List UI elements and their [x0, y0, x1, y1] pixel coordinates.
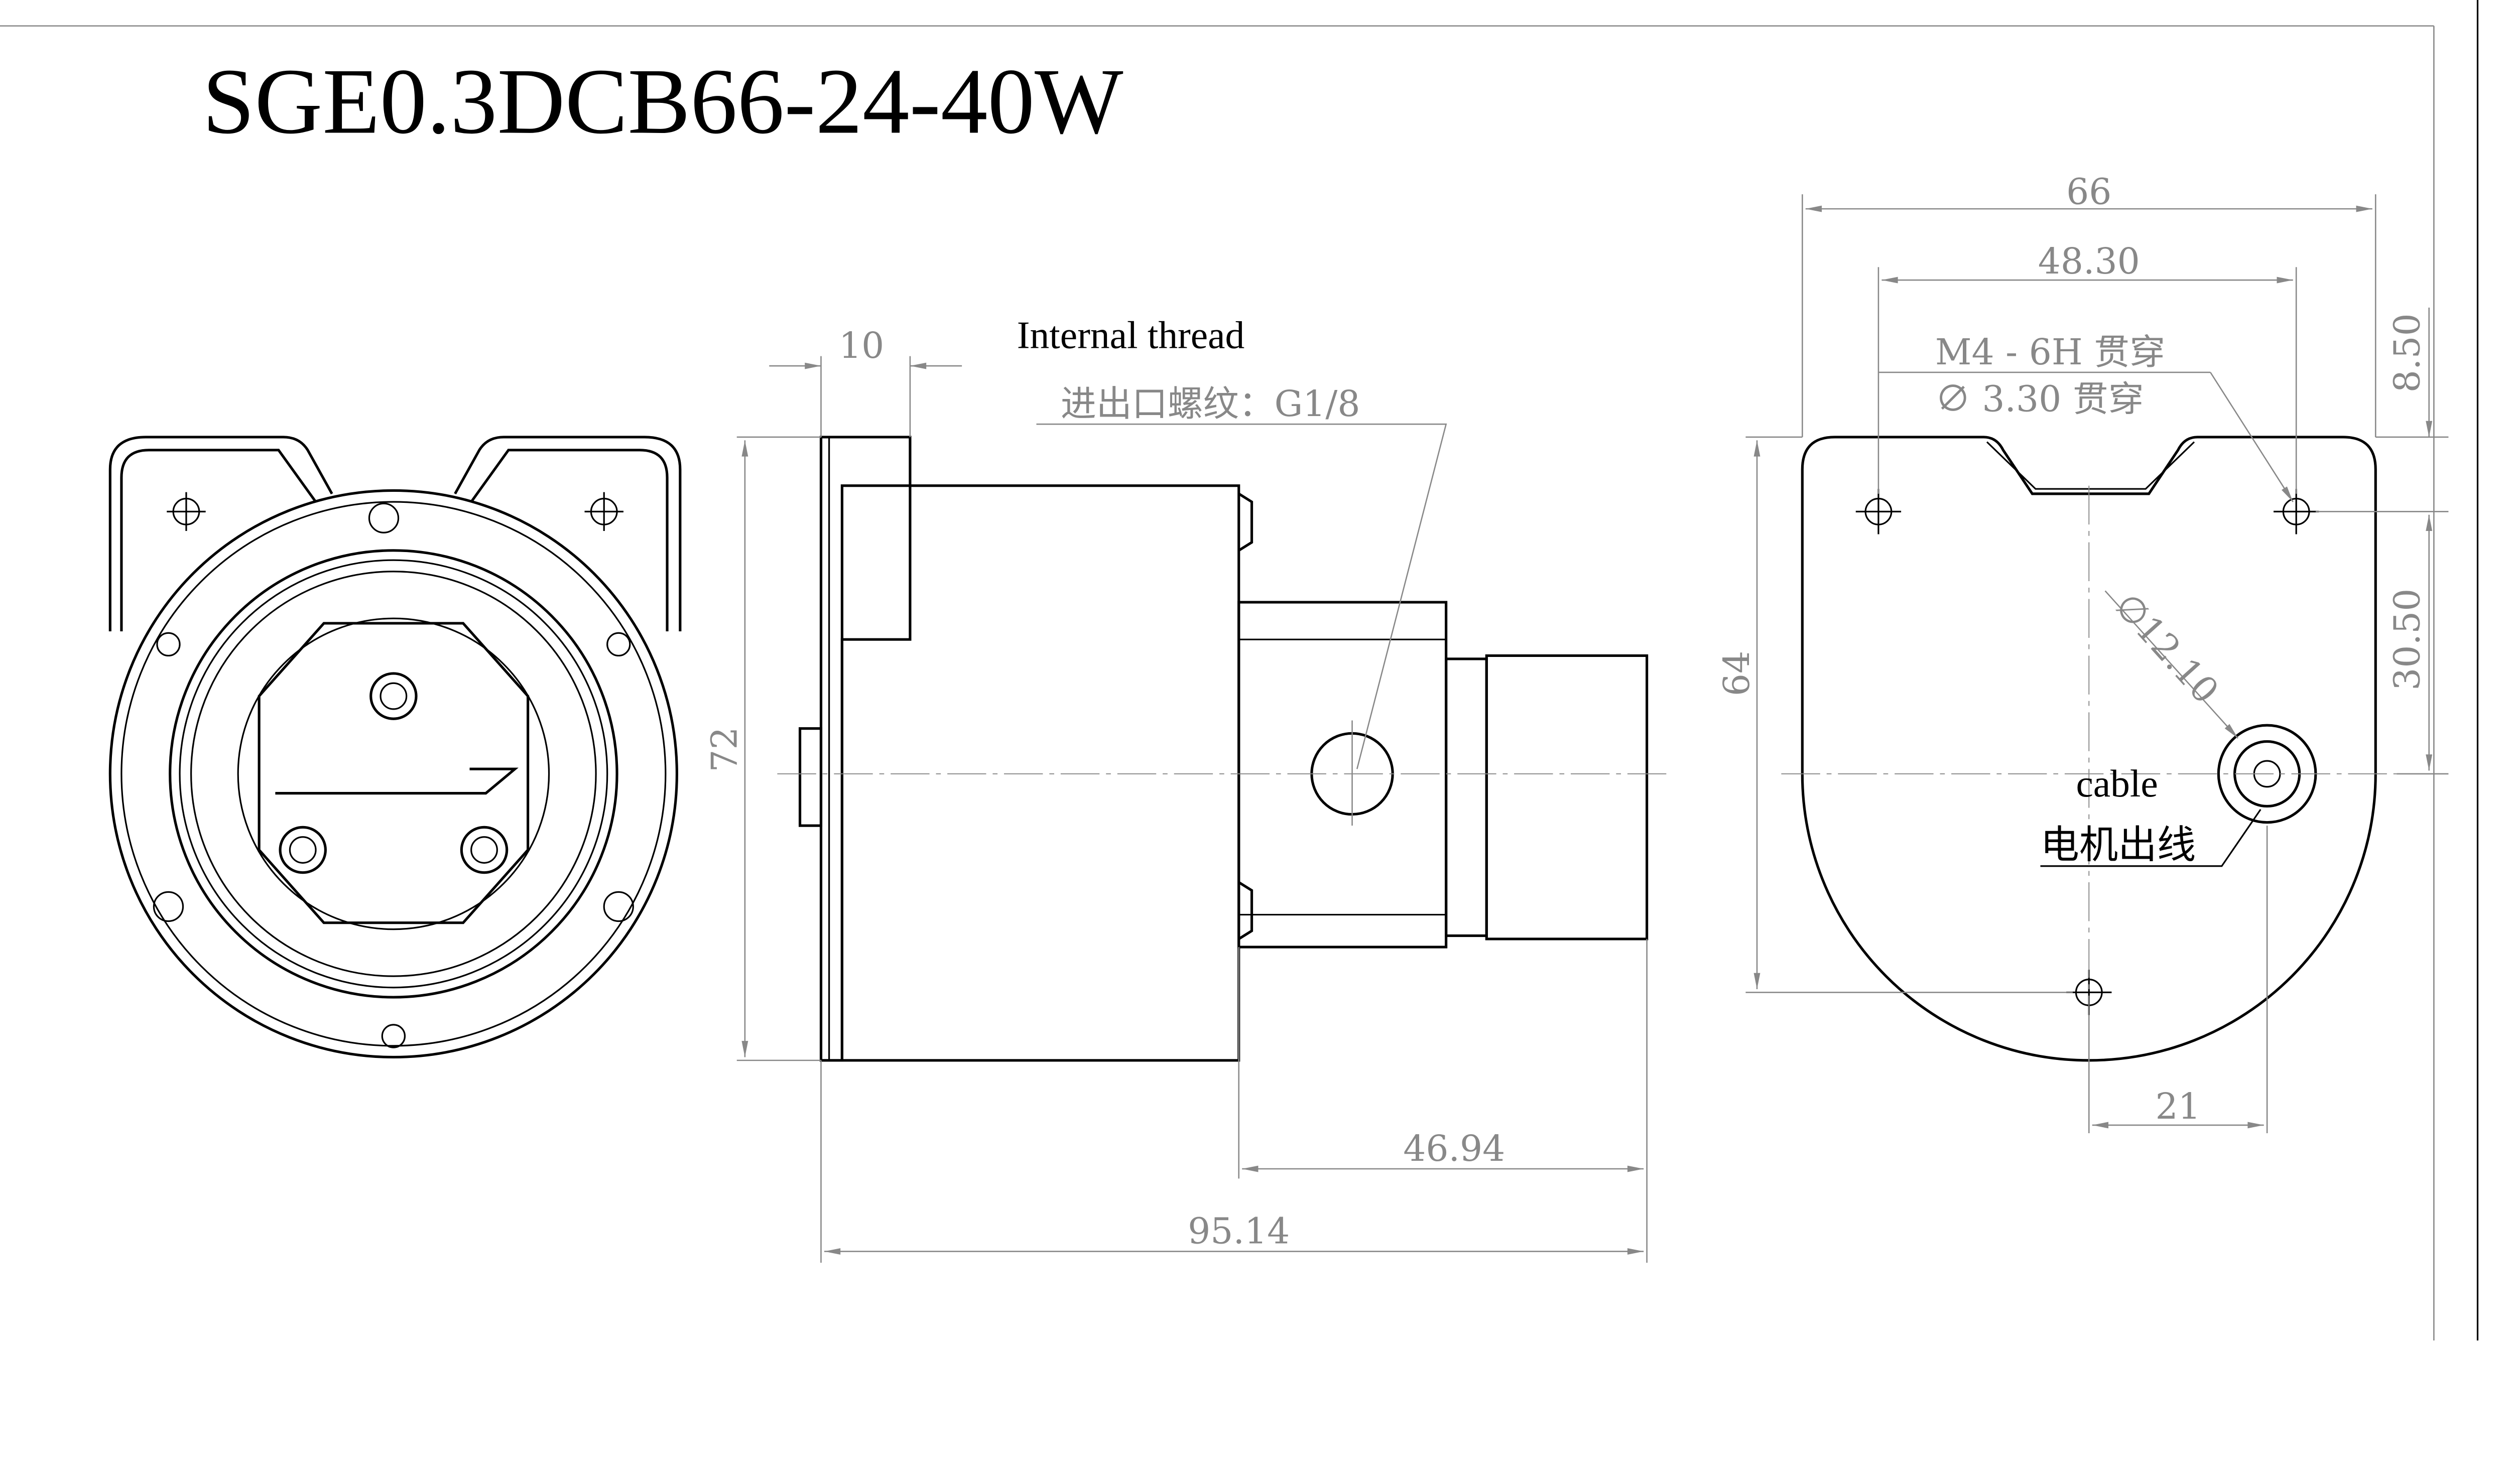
dim-95-14: 95.14 — [1188, 1210, 1290, 1252]
ear-holes — [167, 492, 623, 531]
hole-dia-label: ∅ 3.30 贯穿 — [1935, 378, 2144, 420]
rear-view — [1781, 436, 2397, 1101]
cable-cn-label: 电机出线 — [2040, 824, 2196, 867]
cable-label: cable — [2076, 762, 2158, 805]
rear-holes — [1855, 489, 2319, 1015]
side-dimensions: 72 10 46.94 95.14 Internal thread 进出口螺纹：… — [704, 314, 1648, 1263]
flow-arrow-icon — [275, 767, 519, 795]
side-view — [777, 436, 1668, 1062]
dim-10: 10 — [839, 325, 884, 366]
dim-8-50: 8.50 — [2386, 313, 2428, 392]
mounting-screws — [153, 502, 634, 1048]
thread-spec-label: 进出口螺纹：G1/8 — [1061, 383, 1360, 425]
hole-thread-label: M4 - 6H 贯穿 — [1935, 331, 2165, 373]
internal-thread-label: Internal thread — [1017, 314, 1244, 357]
drawing-frame — [0, 0, 2479, 1340]
dim-66: 66 — [2066, 171, 2111, 212]
technical-drawing: SGE0.3DCB66-24-40W — [0, 0, 2479, 1340]
front-view — [108, 436, 682, 1059]
drawing-title: SGE0.3DCB66-24-40W — [202, 50, 1123, 154]
dim-72: 72 — [704, 727, 745, 772]
dim-48-30: 48.30 — [2038, 240, 2140, 282]
rear-dimensions: 66 48.30 64 8.50 30.50 21 M4 - 6H 贯穿 ∅ 3… — [1716, 171, 2449, 1134]
dim-30-50: 30.50 — [2386, 589, 2428, 691]
hex-screws — [279, 672, 509, 874]
dim-21: 21 — [2156, 1086, 2201, 1127]
dim-46-94: 46.94 — [1403, 1128, 1505, 1169]
bore-dia-label: ∅12.10 — [2107, 585, 2227, 712]
dim-64: 64 — [1716, 651, 1758, 696]
